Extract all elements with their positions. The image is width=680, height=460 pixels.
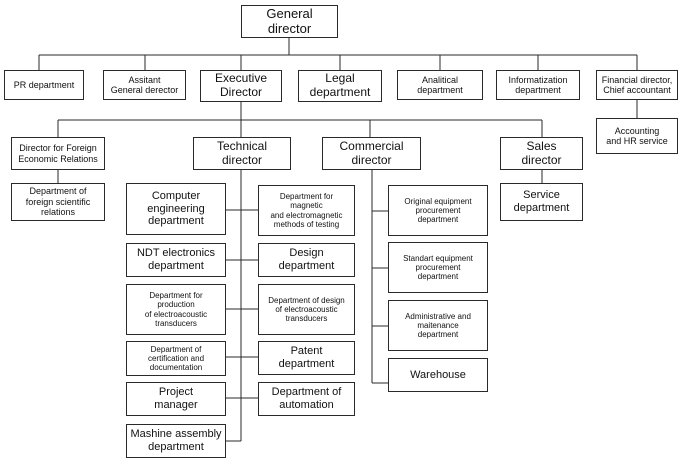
legal-department-box: Legal department bbox=[298, 70, 382, 102]
commercial-director-box: Commercial director bbox=[322, 137, 421, 170]
patent-department-box: Patent department bbox=[258, 341, 355, 375]
original-equipment-box: Original equipment procurement departmen… bbox=[388, 185, 488, 236]
sales-director-box: Sales director bbox=[500, 137, 583, 170]
project-manager-box: Project manager bbox=[126, 382, 226, 416]
pr-department-box: PR department bbox=[4, 70, 84, 100]
certification-documentation-box: Department of certification and document… bbox=[126, 341, 226, 376]
electroacoustic-design-box: Department of design of electroacoustic … bbox=[258, 284, 355, 335]
magnetic-methods-box: Department for magnetic and electromagne… bbox=[258, 185, 355, 236]
financial-director-box: Financial director, Chief accountant bbox=[596, 70, 678, 100]
standard-equipment-box: Standart equipment procurement departmen… bbox=[388, 242, 488, 293]
executive-director-box: Executive Director bbox=[200, 70, 282, 102]
technical-director-box: Technical director bbox=[193, 137, 291, 170]
computer-engineering-box: Computer engineering department bbox=[126, 183, 226, 235]
machine-assembly-box: Mashine assembly department bbox=[126, 424, 226, 458]
electroacoustic-production-box: Department for production of electroacou… bbox=[126, 284, 226, 335]
administrative-maintenance-box: Administrative and maitenance department bbox=[388, 300, 488, 351]
informatization-department-box: Informatization department bbox=[496, 70, 580, 100]
warehouse-box: Warehouse bbox=[388, 358, 488, 392]
service-department-box: Service department bbox=[500, 183, 583, 221]
foreign-scientific-relations-box: Department of foreign scientific relatio… bbox=[11, 183, 105, 221]
analytical-department-box: Analitical department bbox=[397, 70, 483, 100]
ndt-electronics-box: NDT electronics department bbox=[126, 243, 226, 277]
general-director-box: General director bbox=[241, 5, 338, 38]
assistant-general-director-box: Assitant General derector bbox=[103, 70, 186, 100]
foreign-relations-director-box: Director for Foreign Economic Relations bbox=[11, 137, 105, 170]
automation-department-box: Department of automation bbox=[258, 382, 355, 416]
accounting-hr-box: Accounting and HR service bbox=[596, 118, 678, 154]
design-department-box: Design department bbox=[258, 243, 355, 277]
